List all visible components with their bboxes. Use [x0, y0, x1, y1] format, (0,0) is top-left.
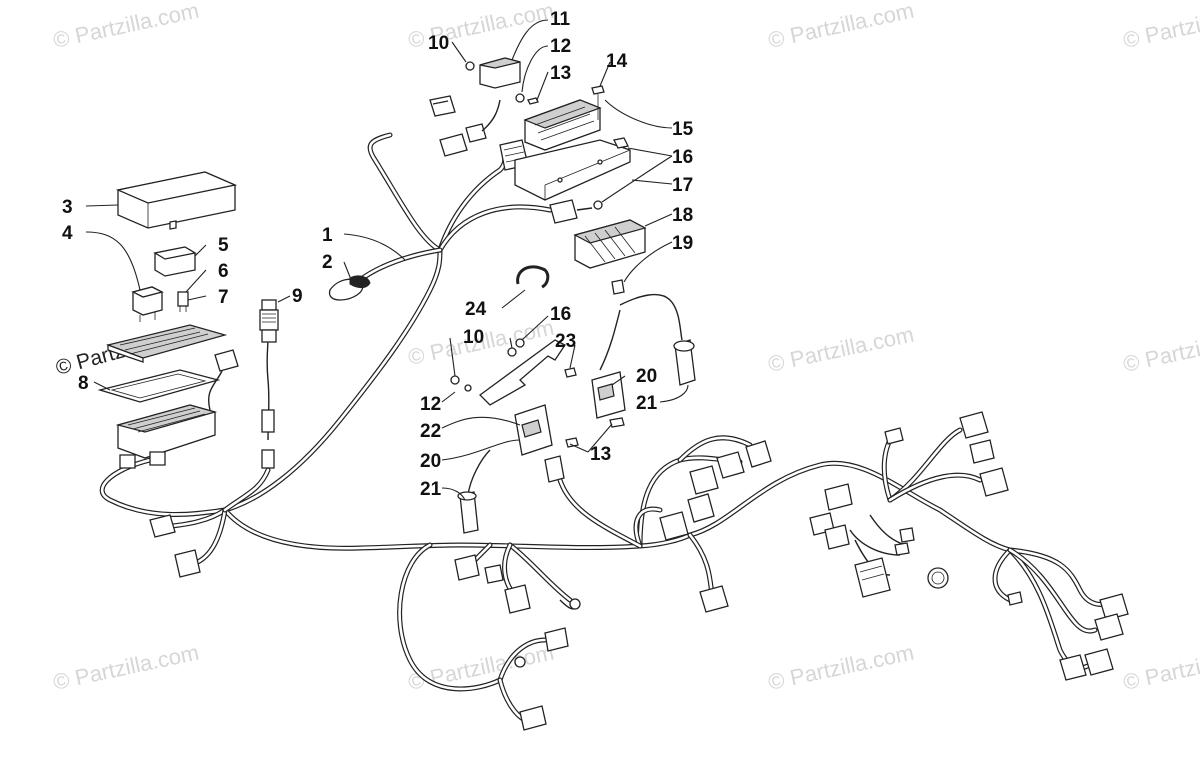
voltage-regulator [573, 219, 647, 269]
callout-11: 11 [550, 9, 571, 30]
watermark: © Partzilla.com [766, 322, 916, 377]
screw-13 [527, 97, 539, 105]
gasket [97, 369, 221, 403]
ignition-coil-left [514, 404, 579, 456]
callout-21-right: 21 [636, 393, 658, 414]
callout-6: 6 [218, 261, 229, 282]
callout-2: 2 [322, 252, 333, 273]
connector-top-2 [439, 99, 501, 157]
callout-12-top: 12 [550, 36, 571, 57]
callout-13-mid: 13 [590, 444, 611, 465]
callout-4: 4 [62, 223, 73, 244]
nut-16 [613, 137, 629, 149]
callout-17: 17 [672, 175, 693, 196]
connector-group [149, 411, 1129, 731]
watermark: © Partzilla.com [1121, 0, 1200, 53]
watermark: © Partzilla.com [766, 640, 916, 695]
callout-14: 14 [606, 51, 628, 72]
watermark: © Partzilla.com [1121, 640, 1200, 695]
callout-22: 22 [420, 421, 441, 442]
watermark: © Partzilla.com [51, 640, 201, 695]
relay-5 [153, 246, 197, 277]
relay-bracket [479, 57, 521, 89]
watermarks: © Partzilla.com © Partzilla.com © Partzi… [51, 0, 1200, 695]
ecu-module [514, 85, 631, 201]
watermark: © Partzilla.com [51, 0, 201, 53]
callout-21-left: 21 [420, 479, 442, 500]
callout-8: 8 [78, 373, 89, 394]
callout-3: 3 [62, 197, 73, 218]
washer-12 [515, 93, 525, 103]
fuse-board [105, 324, 228, 363]
wire-clip [516, 265, 550, 289]
callout-10-mid: 10 [463, 327, 484, 348]
callout-19: 19 [672, 233, 693, 254]
oxygen-sensor [259, 299, 279, 469]
fuse-box-base [115, 404, 218, 469]
fuse-box-cover [115, 171, 238, 230]
connector-mid [549, 199, 593, 224]
grommet [328, 275, 371, 301]
callout-labels: 1 2 3 4 5 6 7 8 9 10 10 11 12 12 13 13 1… [62, 9, 694, 500]
callout-9: 9 [292, 286, 303, 307]
relay-4 [131, 286, 164, 322]
connector-fusebox [208, 349, 239, 411]
callout-13-top: 13 [550, 63, 571, 84]
callout-23: 23 [555, 331, 576, 352]
thin-wires [266, 293, 906, 610]
callout-10-top: 10 [428, 33, 449, 54]
callout-20-left: 20 [420, 451, 441, 472]
callout-12-mid: 12 [420, 394, 441, 415]
callout-20-right: 20 [636, 366, 657, 387]
watermark: © Partzilla.com [1121, 322, 1200, 377]
callout-18: 18 [672, 205, 693, 226]
coil-bracket [450, 338, 577, 406]
callout-1: 1 [322, 225, 333, 246]
callout-15: 15 [672, 119, 694, 140]
callout-16-top: 16 [672, 147, 693, 168]
callout-5: 5 [218, 235, 229, 256]
leader-lines [85, 19, 689, 501]
watermark: © Partzilla.com [766, 0, 916, 53]
bolt-10 [465, 61, 475, 71]
spark-plug-cap-left [457, 491, 479, 534]
callout-24: 24 [465, 299, 487, 320]
fuse-6 [177, 291, 189, 312]
callout-7: 7 [218, 287, 229, 308]
callout-16-mid: 16 [550, 304, 571, 325]
connector-top-1 [429, 95, 456, 117]
nut-17 [593, 200, 603, 210]
screw-19 [611, 279, 625, 295]
spark-plug-cap-top [673, 339, 696, 386]
ignition-coil-right [591, 371, 626, 428]
